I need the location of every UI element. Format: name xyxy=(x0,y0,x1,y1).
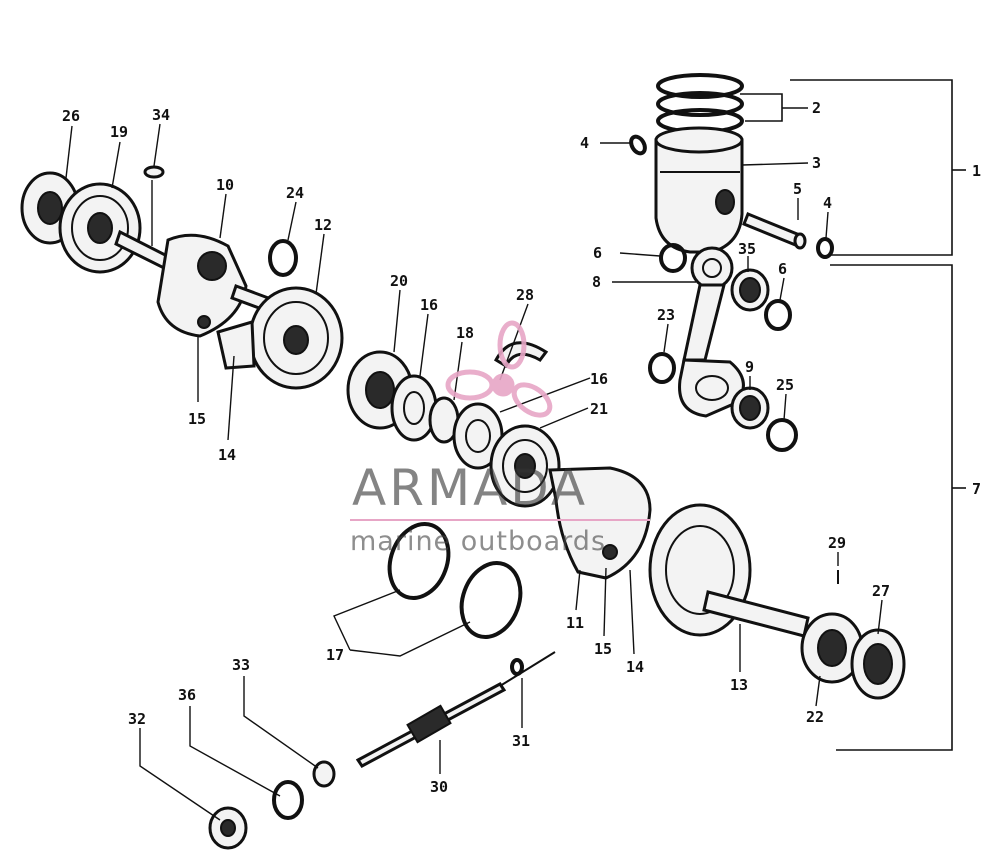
part-label-10: 10 xyxy=(216,176,234,194)
piston xyxy=(654,126,744,254)
part-label-20: 20 xyxy=(390,272,408,290)
part-label-30: 30 xyxy=(430,778,448,796)
part-label-7: 7 xyxy=(972,480,981,498)
thrust-washer-upper-right xyxy=(764,299,792,331)
needle-bearing-big-end xyxy=(730,386,770,430)
thrust-washer-upper-left xyxy=(659,243,687,273)
piston-pin-clip-right xyxy=(816,237,834,259)
part-label-17: 17 xyxy=(326,646,344,664)
bracket-group-7 xyxy=(830,264,953,751)
part-label-34: 34 xyxy=(152,106,170,124)
crank-web-12 xyxy=(216,286,344,390)
watermark-brand: ARMADA xyxy=(352,459,588,517)
part-label-19: 19 xyxy=(110,123,128,141)
part-label-9: 9 xyxy=(745,358,754,376)
part-label-18: 18 xyxy=(456,324,474,342)
part-label-12: 12 xyxy=(314,216,332,234)
piston-pin xyxy=(742,212,807,250)
part-label-31: 31 xyxy=(512,732,530,750)
loose-ring-17-b xyxy=(459,561,523,639)
armada-logo-icon xyxy=(445,320,553,418)
leader-lines xyxy=(65,107,883,821)
part-label-15-upper: 15 xyxy=(188,410,206,428)
part-label-22: 22 xyxy=(806,708,824,726)
shim-ring-24 xyxy=(268,239,298,277)
bracket-group-1 xyxy=(790,79,953,256)
part-label-25: 25 xyxy=(776,376,794,394)
bearing-outer-27 xyxy=(850,628,906,700)
part-label-2: 2 xyxy=(812,99,821,117)
snap-ring-36 xyxy=(272,780,304,820)
washer-33 xyxy=(312,760,336,788)
needle-bearing-small-end xyxy=(730,268,770,312)
seal-16-a xyxy=(390,374,438,442)
crank-web-11 xyxy=(548,466,652,580)
loose-ring-17-a xyxy=(387,522,451,600)
part-label-3: 3 xyxy=(812,154,821,172)
part-label-6-right: 6 xyxy=(778,260,787,278)
bracket-2 xyxy=(740,93,783,122)
bearing-22 xyxy=(800,612,864,684)
bearing-21 xyxy=(489,424,561,508)
part-label-32: 32 xyxy=(128,710,146,728)
part-label-36: 36 xyxy=(178,686,196,704)
part-label-21: 21 xyxy=(590,400,608,418)
piston-pin-clip-left xyxy=(629,134,647,156)
crank-shaft-13 xyxy=(648,503,810,638)
part-label-35: 35 xyxy=(738,240,756,258)
nut-32 xyxy=(208,806,248,850)
part-label-14-lower: 14 xyxy=(626,658,644,676)
part-label-27: 27 xyxy=(872,582,890,600)
part-label-6-left: 6 xyxy=(593,244,602,262)
connecting-rod xyxy=(678,246,745,418)
armada-watermark: ARMADA marine outboards xyxy=(350,320,650,557)
part-label-33: 33 xyxy=(232,656,250,674)
part-label-1: 1 xyxy=(972,162,981,180)
gear-shaft-30 xyxy=(355,651,556,768)
part-label-26: 26 xyxy=(62,107,80,125)
part-label-14-upper: 14 xyxy=(218,446,236,464)
thrust-washer-lower-right xyxy=(766,418,798,452)
washer-31 xyxy=(510,658,524,676)
part-label-4-left: 4 xyxy=(580,134,589,152)
part-label-11: 11 xyxy=(566,614,584,632)
ball-bearing-left xyxy=(58,182,142,274)
half-ring-28 xyxy=(494,341,549,369)
thrust-washer-lower-left xyxy=(648,352,676,384)
part-label-16-upper: 16 xyxy=(420,296,438,314)
part-label-13: 13 xyxy=(730,676,748,694)
key xyxy=(143,165,165,179)
part-label-29: 29 xyxy=(828,534,846,552)
piston-rings xyxy=(656,73,744,134)
part-label-23: 23 xyxy=(657,306,675,324)
part-label-4-right: 4 xyxy=(823,194,832,212)
part-label-15-lower: 15 xyxy=(594,640,612,658)
part-label-8: 8 xyxy=(592,273,601,291)
part-label-5: 5 xyxy=(793,180,802,198)
part-label-28: 28 xyxy=(516,286,534,304)
part-label-16-lower: 16 xyxy=(590,370,608,388)
watermark-tagline: marine outboards xyxy=(350,526,606,557)
part-label-24: 24 xyxy=(286,184,304,202)
